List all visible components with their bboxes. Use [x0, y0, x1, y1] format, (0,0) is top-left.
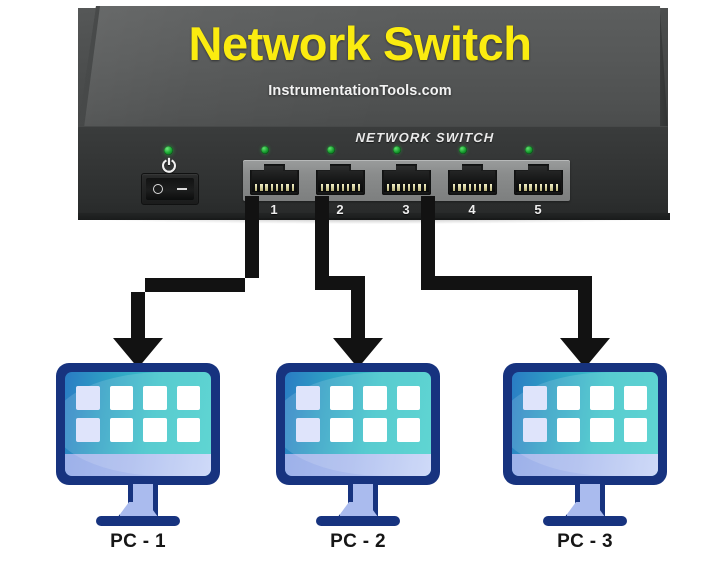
pc-1[interactable]: PC - 1 — [48, 363, 228, 563]
rj45-port-2[interactable] — [314, 164, 367, 197]
port-3-led-icon — [393, 146, 401, 154]
port-4-number: 4 — [468, 202, 476, 217]
pc-1-screen — [65, 372, 211, 476]
power-on-mark-icon — [177, 187, 187, 191]
pc-2-stand-base — [316, 516, 400, 526]
port-1-number: 1 — [270, 202, 278, 217]
port-1-pins-icon — [255, 184, 294, 191]
power-off-mark-icon — [153, 184, 163, 194]
port-5-led-icon — [525, 146, 533, 154]
port-5-pins-icon — [519, 184, 558, 191]
port-2-number: 2 — [336, 202, 344, 217]
device-drop-shadow — [82, 218, 666, 224]
pc-3-stand-base — [543, 516, 627, 526]
rj45-port-1[interactable] — [248, 164, 301, 197]
port-4-led-icon — [459, 146, 467, 154]
pc-1-label: PC - 1 — [110, 531, 166, 552]
page-title: Network Switch — [188, 17, 532, 70]
pc-2-screen-taskbar — [285, 454, 431, 476]
rj45-port-3[interactable] — [380, 164, 433, 197]
port-5-number: 5 — [534, 202, 542, 217]
pc-2-label: PC - 2 — [330, 531, 386, 552]
pc-3-screen-tiles — [523, 386, 647, 442]
pc-3-monitor-icon — [503, 363, 667, 526]
pc-2-screen-tiles — [296, 386, 420, 442]
rj45-port-5[interactable] — [512, 164, 565, 197]
network-switch-device: Network Switch InstrumentationTools.com … — [0, 0, 720, 235]
page-subtitle: InstrumentationTools.com — [268, 83, 452, 99]
port-3-pins-icon — [387, 184, 426, 191]
port-1-led-icon — [261, 146, 269, 154]
device-top-plate — [78, 6, 666, 130]
port-2-led-icon — [327, 146, 335, 154]
pc-1-screen-taskbar — [65, 454, 211, 476]
port-4-pins-icon — [453, 184, 492, 191]
port-2-pins-icon — [321, 184, 360, 191]
device-brand-label: NETWORK SWITCH — [355, 130, 495, 145]
pc-3[interactable]: PC - 3 — [495, 363, 675, 563]
pc-1-screen-tiles — [76, 386, 200, 442]
pc-2[interactable]: PC - 2 — [268, 363, 448, 563]
device-top-highlight — [78, 6, 666, 130]
power-rocker-switch[interactable] — [141, 173, 199, 205]
power-rocker-inner — [146, 178, 194, 200]
rj45-port-4[interactable] — [446, 164, 499, 197]
pc-2-monitor-icon — [276, 363, 440, 526]
power-symbol-icon: ⏻ — [161, 156, 177, 176]
pc-1-monitor-icon — [56, 363, 220, 526]
pc-1-stand-base — [96, 516, 180, 526]
pc-3-screen-taskbar — [512, 454, 658, 476]
pc-3-screen — [512, 372, 658, 476]
port-3-number: 3 — [402, 202, 410, 217]
pc-3-label: PC - 3 — [557, 531, 613, 552]
power-led-icon — [164, 146, 173, 155]
device-right-side — [660, 10, 668, 216]
pc-2-screen — [285, 372, 431, 476]
